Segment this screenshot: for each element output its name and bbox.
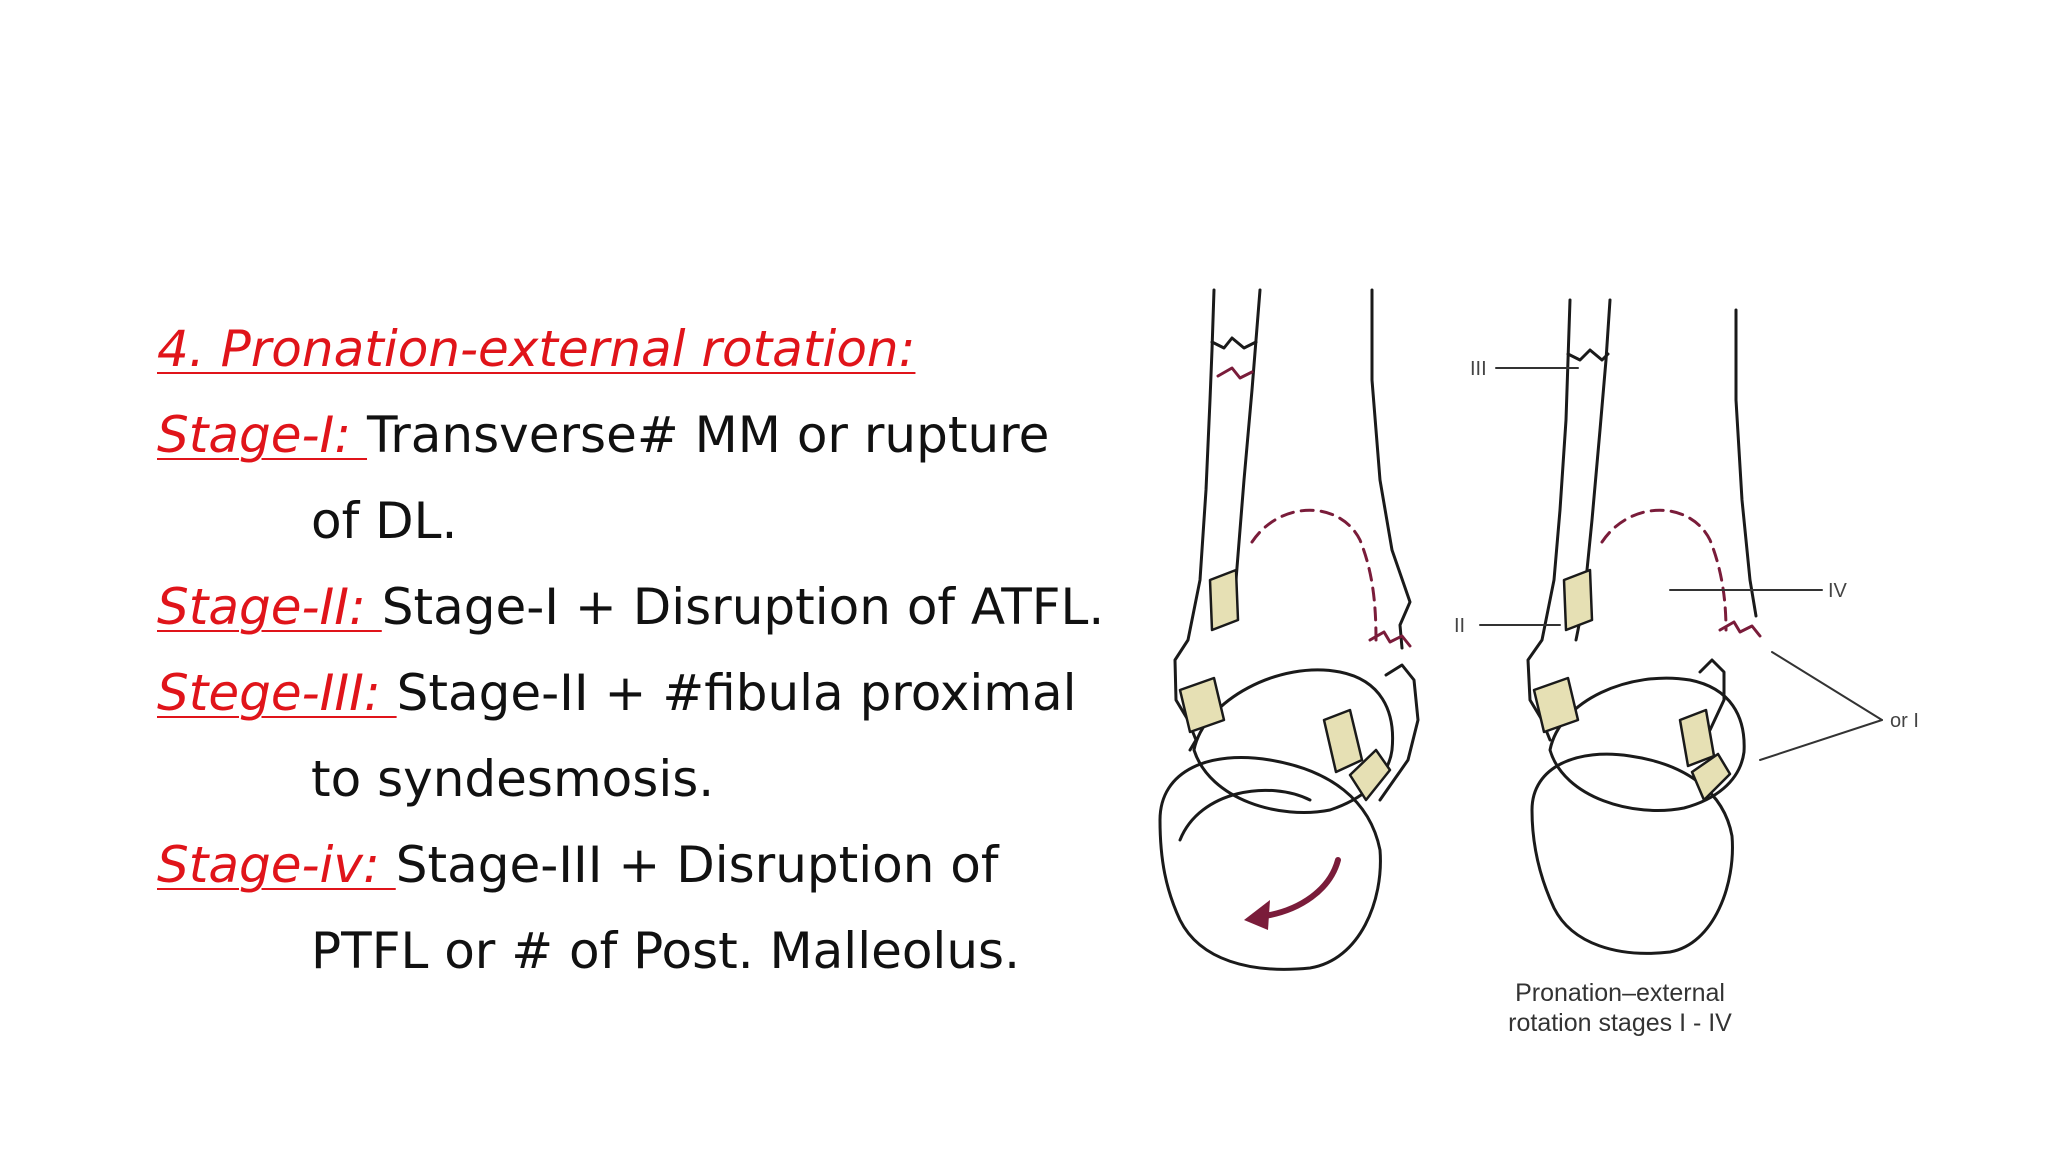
stage-2-text: Stage-I + Disruption of ATFL. <box>381 578 1105 636</box>
label-or-i: or I <box>1890 710 1919 732</box>
stage-3-line: Stege-III: Stage-II + #fibula proximal <box>157 650 1117 736</box>
stage-4-text: Stage-III + Disruption of <box>395 836 999 894</box>
left-talus <box>1192 668 1395 814</box>
label-stage-iv: IV <box>1828 580 1848 602</box>
stage-4-line: Stage-iv: Stage-III + Disruption of <box>157 822 1117 908</box>
label-leader-lines <box>1479 367 1883 761</box>
slide-heading: 4. Pronation-external rotation: <box>157 306 1117 392</box>
right-dashed-plafond <box>1600 508 1728 632</box>
left-arrow-head-icon <box>1244 900 1270 930</box>
left-rotation-arrow <box>1262 857 1341 919</box>
ankle-fracture-illustration: III II IV or I <box>1140 280 1940 1060</box>
stage-2-label: Stage-II: <box>157 578 382 636</box>
stage-4-continuation: PTFL or # of Post. Malleolus. <box>311 922 1020 980</box>
left-fibula-fracture <box>1210 336 1258 350</box>
stage-3-label: Stege-III: <box>157 664 397 722</box>
left-calcaneus <box>1158 756 1382 971</box>
label-stage-iii: III <box>1470 358 1487 380</box>
leader-or-i-upper <box>1771 651 1883 721</box>
leader-or-i-lower <box>1759 719 1883 761</box>
right-tibia-outline <box>1734 308 1758 618</box>
left-medial-ligament <box>1348 748 1392 802</box>
stage-1-label: Stage-I: <box>157 406 368 464</box>
right-fibular-ligament <box>1532 676 1580 734</box>
right-ligaments <box>1532 568 1732 802</box>
stage-1-line: Stage-I: Transverse# MM or rupture <box>157 392 1117 478</box>
left-syndesmosis-ligament <box>1208 568 1240 632</box>
left-calcaneus-inner <box>1178 788 1312 842</box>
left-tibia-outline <box>1370 288 1412 650</box>
right-ankle-drawing <box>1526 298 1758 955</box>
stage-4-label: Stage-iv: <box>157 836 396 894</box>
ankle-illustration-svg: III II IV or I <box>1158 288 1919 971</box>
right-fibula-outline <box>1526 298 1572 742</box>
stage-3-continuation: to syndesmosis. <box>311 750 715 808</box>
left-fibula-zigzag <box>1216 366 1254 380</box>
right-tibia-fracture <box>1718 620 1762 638</box>
right-fracture-marks <box>1600 508 1762 638</box>
slide-text-block: 4. Pronation-external rotation: Stage-I:… <box>157 306 1117 994</box>
figure-caption: Pronation–external rotation stages I - I… <box>1440 978 1800 1038</box>
left-ankle-drawing <box>1158 288 1420 971</box>
right-fibula-fracture <box>1566 348 1610 362</box>
left-fibular-ligament <box>1178 676 1226 734</box>
left-fracture-marks <box>1216 366 1412 648</box>
stage-2-line: Stage-II: Stage-I + Disruption of ATFL. <box>157 564 1117 650</box>
right-medial-ligament <box>1690 752 1732 802</box>
right-deltoid-ligament <box>1678 708 1716 768</box>
stage-1-text: Transverse# MM or rupture <box>367 406 1050 464</box>
right-medial-malleolus <box>1698 658 1726 732</box>
right-syndesmosis-ligament <box>1562 568 1594 632</box>
stage-1-continuation: of DL. <box>311 492 458 550</box>
left-ligaments <box>1178 568 1392 802</box>
stage-3-text: Stage-II + #fibula proximal <box>396 664 1077 722</box>
caption-line-1: Pronation–external <box>1515 979 1725 1007</box>
caption-line-2: rotation stages I - IV <box>1508 1009 1732 1037</box>
left-medial-malleolus <box>1378 663 1420 802</box>
left-deltoid-ligament <box>1322 708 1364 774</box>
left-tibia-fracture <box>1368 630 1412 648</box>
heading-text: 4. Pronation-external rotation: <box>157 320 916 378</box>
right-calcaneus <box>1530 752 1734 955</box>
left-dashed-plafond <box>1250 508 1378 642</box>
label-stage-ii: II <box>1454 615 1465 637</box>
right-talus <box>1548 676 1746 812</box>
